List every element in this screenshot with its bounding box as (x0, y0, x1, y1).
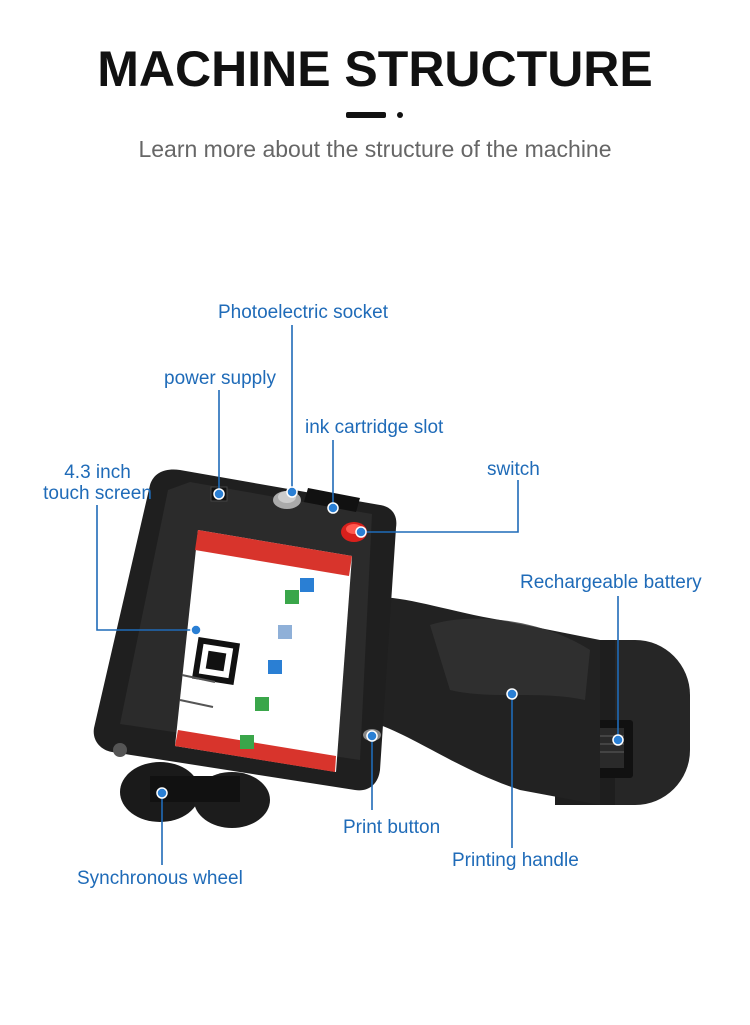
callout-dot-battery (612, 734, 624, 746)
label-printing-handle: Printing handle (452, 850, 579, 871)
callout-dot-screen (190, 624, 202, 636)
label-touch-screen-size: 4.3 inch (64, 462, 131, 483)
callout-dot-power (213, 488, 225, 500)
callout-line-switch (363, 480, 519, 533)
touch-screen (175, 530, 352, 772)
callout-dot-switch (355, 526, 367, 538)
label-rechargeable-battery: Rechargeable battery (520, 572, 702, 593)
label-ink-cartridge-slot: ink cartridge slot (305, 417, 444, 438)
page-title: MACHINE STRUCTURE (97, 41, 653, 97)
page-subtitle: Learn more about the structure of the ma… (138, 136, 612, 162)
label-synchronous-wheel: Synchronous wheel (77, 868, 243, 889)
callout-dot-handle (506, 688, 518, 700)
callout-line-screen (96, 505, 194, 631)
title-underline-bar (346, 112, 386, 118)
title-underline-dot (397, 112, 403, 118)
label-touch-screen-name: touch screen (43, 483, 152, 504)
label-power-supply: power supply (164, 368, 276, 389)
label-switch: switch (487, 459, 540, 480)
callout-dot-photoelectric (286, 486, 298, 498)
callout-dot-print (366, 730, 378, 742)
ink-cartridge-slot (304, 488, 360, 512)
callout-dot-wheel (156, 787, 168, 799)
callout-dot-ink (327, 502, 339, 514)
label-photoelectric-socket: Photoelectric socket (218, 302, 389, 323)
printing-handle (360, 597, 600, 805)
label-print-button: Print button (343, 817, 441, 838)
label-touch-screen: 4.3 inch touch screen (40, 462, 155, 504)
